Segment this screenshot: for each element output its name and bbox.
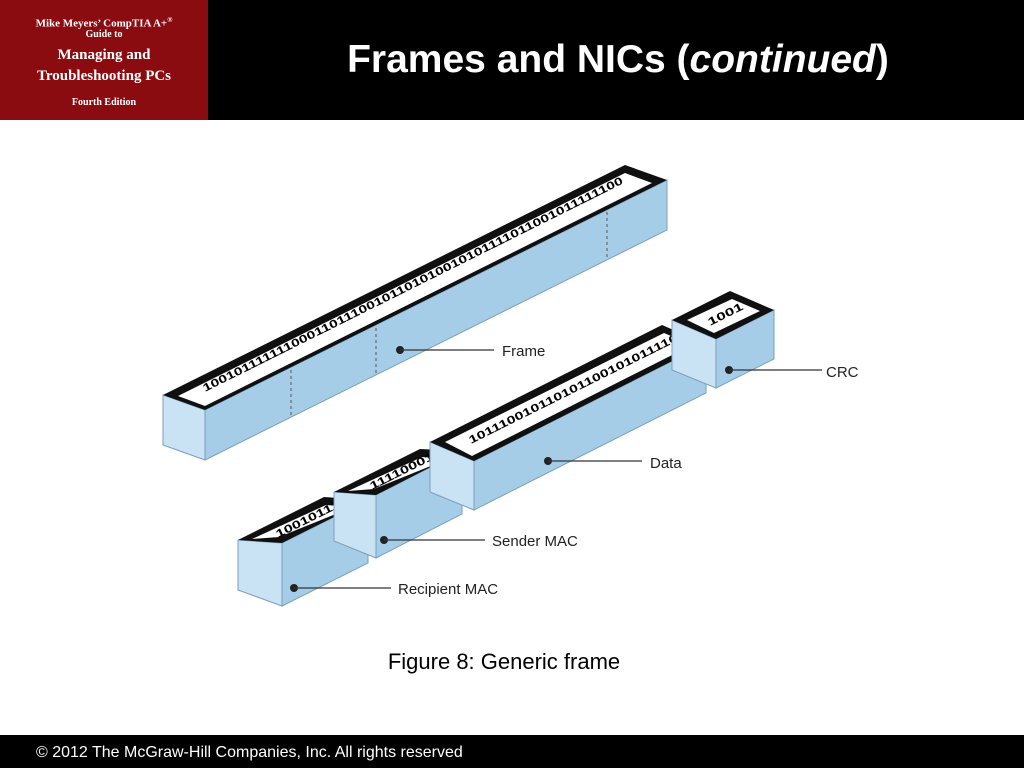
book-edition: Fourth Edition: [71, 97, 137, 108]
slide-footer: [0, 735, 1024, 768]
data-label: Data: [650, 455, 682, 472]
crc-block: 1001: [671, 291, 775, 389]
sender-mac-label: Sender MAC: [492, 533, 578, 550]
recipient-mac-label: Recipient MAC: [398, 581, 498, 598]
frame-bits: 1001011111110001101110010110101001010111…: [201, 175, 625, 395]
sender-mac-callout: Sender MAC: [380, 533, 578, 550]
recipient-mac-callout: Recipient MAC: [290, 581, 498, 598]
generic-frame-diagram: 1001011111110001101110010110101001010111…: [162, 165, 859, 607]
book-title-box: Mike Meyers’ CompTIA A+® Guide to Managi…: [0, 0, 208, 120]
book-guide-text: Guide to: [85, 29, 123, 40]
frame-callout: Frame: [396, 343, 545, 360]
frame-label: Frame: [502, 343, 545, 360]
book-series: Mike Meyers’ CompTIA A+®: [35, 16, 173, 30]
figure-caption: Figure 8: Generic frame: [387, 649, 621, 674]
copyright-text: © 2012 The McGraw-Hill Companies, Inc. A…: [36, 744, 463, 761]
crc-label: CRC: [826, 364, 859, 381]
slide-title: Frames and NICs (continued): [347, 38, 889, 81]
data-block: 101110010110101100101011110: [429, 325, 707, 511]
data-callout: Data: [544, 455, 682, 472]
crc-callout: CRC: [725, 364, 859, 381]
